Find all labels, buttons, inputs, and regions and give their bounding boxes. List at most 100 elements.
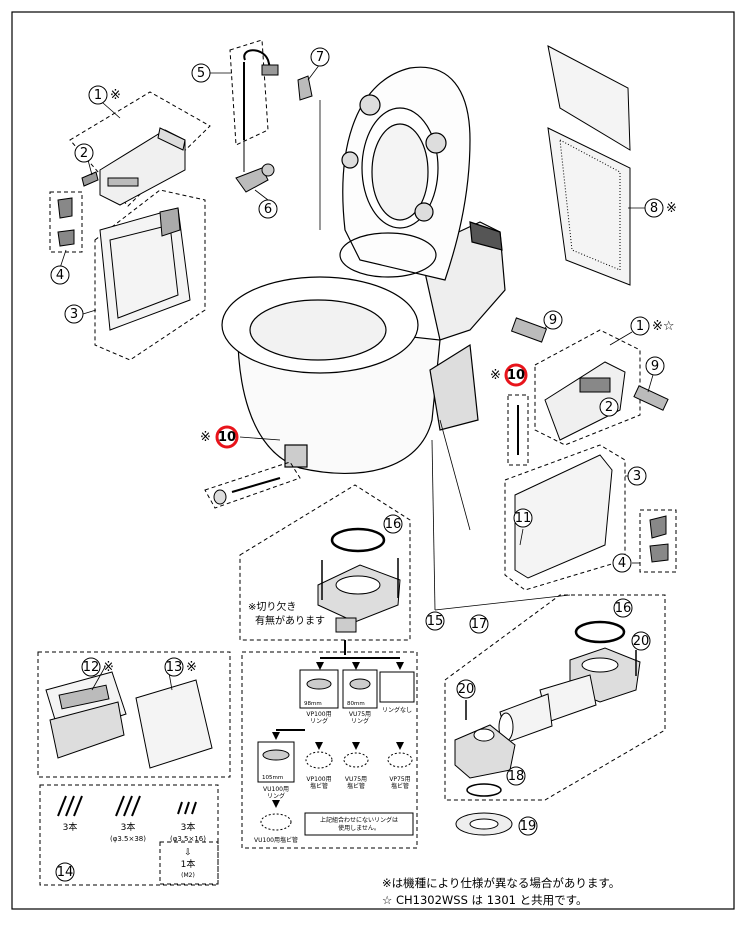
- ring-vu100-label: VU100用: [263, 786, 289, 793]
- callout-10-right-highlight: [504, 363, 528, 387]
- group-clips-left: [49, 191, 83, 253]
- callout-5-label: 5: [197, 66, 205, 81]
- callout-20b-label: 20: [458, 682, 475, 697]
- callout-11: [513, 508, 533, 528]
- callout-7-label: 7: [316, 50, 324, 65]
- callout-14: [55, 862, 75, 882]
- callout-3-right-label: 3: [633, 469, 641, 484]
- callout-9a-label: 9: [549, 313, 557, 328]
- callout-8-label: 8: [650, 201, 658, 216]
- screw-c-spec: (φ3.5×16): [170, 835, 206, 843]
- group-elbow-kit: [444, 594, 666, 836]
- group-remote: [37, 651, 231, 778]
- callout-2-left-label: 2: [80, 146, 88, 161]
- callout-6: [258, 199, 278, 219]
- callout-9-b: [645, 356, 665, 376]
- callout-1-right-label: 1: [636, 319, 644, 334]
- callout-16-a: [383, 514, 403, 534]
- ring-vp100-label-b: リング: [310, 717, 328, 725]
- callout-4-left-label: 4: [56, 268, 64, 283]
- callout-16a-label: 16: [385, 517, 402, 532]
- ring-none-label: リングなし: [382, 706, 412, 714]
- callout-18-label: 18: [508, 769, 525, 784]
- callout-10-left-label: 10: [218, 430, 236, 445]
- diagram-border: [11, 11, 735, 910]
- callout-2-right-label: 2: [605, 400, 613, 415]
- notch-note-line1: ※切り欠き: [248, 600, 296, 613]
- footer-note-2: ☆ CH1302WSS は 1301 と共用です。: [382, 893, 587, 907]
- dim-98: 98mm: [304, 701, 322, 707]
- ring-selection-chart: [241, 640, 418, 849]
- callout-20a-label: 20: [633, 634, 650, 649]
- callout-15-label: 15: [427, 614, 444, 629]
- ring-vu75-label-b: リング: [351, 717, 369, 725]
- callout-20-b: [456, 679, 476, 699]
- callout-3-right: [627, 466, 647, 486]
- callout-3-left-label: 3: [70, 307, 78, 322]
- callout-19: [518, 816, 538, 836]
- combo-note-line2: 使用しません。: [338, 824, 380, 832]
- pipe-vu75-label: VU75用: [345, 776, 367, 783]
- callout-6-label: 6: [264, 202, 272, 217]
- screw-c-qty: 3本: [181, 821, 196, 833]
- screw-d-arrow: ⇩: [184, 848, 192, 858]
- group-screws-10: [204, 394, 529, 509]
- group-screws-14: [39, 784, 219, 886]
- callouts: [50, 47, 665, 882]
- callout-9-a: [543, 310, 563, 330]
- callout-2-right: [599, 397, 619, 417]
- callout-19-label: 19: [520, 819, 537, 834]
- screw-d-spec: (M2): [181, 872, 195, 879]
- notch-note-line2: 有無があります: [255, 614, 325, 627]
- callout-12-label: 12: [83, 660, 100, 675]
- callout-16b-label: 16: [615, 601, 632, 616]
- water-inlet-port: [284, 444, 308, 468]
- pipe-vp100-label-b: 塩ビ管: [310, 782, 328, 790]
- callout-8-mark: ※: [666, 201, 677, 216]
- pipe-vp75-label-b: 塩ビ管: [391, 782, 409, 790]
- group-hose: [229, 39, 279, 193]
- callout-2-left: [74, 143, 94, 163]
- callout-10-right-mark: ※: [490, 368, 501, 383]
- callout-1-left-mark: ※: [110, 88, 121, 103]
- group-clips-right: [639, 509, 677, 573]
- part-9-a: [510, 317, 548, 343]
- callout-10-right-label: 10: [507, 368, 525, 383]
- callout-13: [164, 657, 184, 677]
- callout-13-mark: ※: [186, 660, 197, 675]
- screw-a-qty: 3本: [63, 821, 78, 833]
- ring-vp100-label: VP100用: [306, 711, 331, 718]
- toilet-body: [221, 66, 506, 474]
- callout-1-left-label: 1: [94, 88, 102, 103]
- callout-14-label: 14: [57, 865, 74, 880]
- part-7-clip: [297, 75, 313, 101]
- callout-17: [469, 614, 489, 634]
- callout-11-label: 11: [515, 511, 532, 526]
- callout-1-left: [88, 85, 108, 105]
- callout-4-right: [612, 553, 632, 573]
- callout-10-left-mark: ※: [200, 430, 211, 445]
- callout-12: [81, 657, 101, 677]
- pipe-vu75-label-b: 塩ビ管: [347, 782, 365, 790]
- callout-17-label: 17: [471, 617, 488, 632]
- callout-8: [644, 198, 664, 218]
- callout-13-label: 13: [166, 660, 183, 675]
- screw-b-qty: 3本: [121, 821, 136, 833]
- group-side-panels: [547, 45, 631, 286]
- callout-1-right: [630, 316, 650, 336]
- callout-4-left: [50, 265, 70, 285]
- part-9-b: [633, 385, 669, 411]
- callout-5: [191, 63, 211, 83]
- callout-15: [425, 611, 445, 631]
- pipe-vp75-label: VP75用: [389, 776, 410, 783]
- callout-3-left: [64, 304, 84, 324]
- group-bracket-left: [94, 189, 206, 361]
- dim-80: 80mm: [347, 701, 365, 707]
- callout-10-left-highlight: [215, 425, 239, 449]
- combo-note-line1: 上記組合わせにないリングは: [320, 816, 398, 824]
- callout-7: [310, 47, 330, 67]
- callout-1-right-mark: ※☆: [652, 319, 675, 334]
- callout-16-b: [613, 598, 633, 618]
